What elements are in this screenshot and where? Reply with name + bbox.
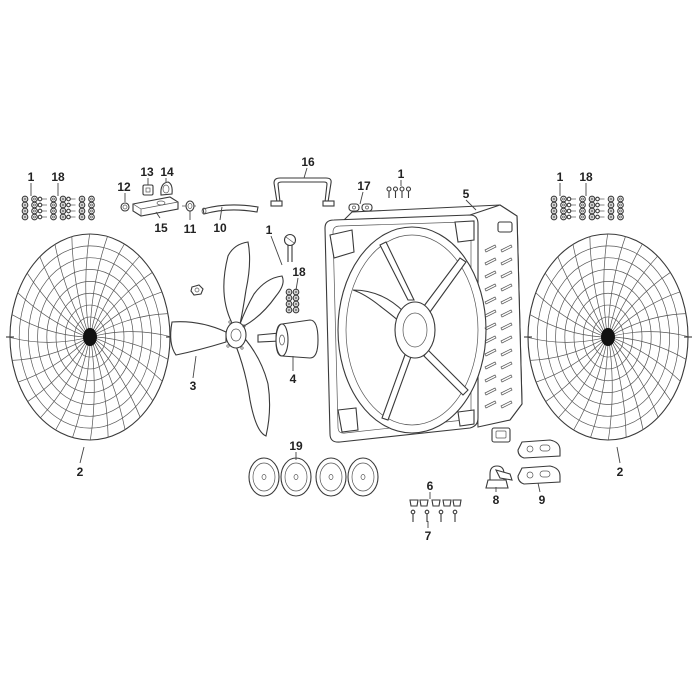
callout-13: 13 <box>140 165 154 179</box>
bolt-part-1-mid <box>283 233 297 262</box>
caps-part-6 <box>409 499 462 507</box>
callout-8: 8 <box>493 493 500 507</box>
clips-part-17 <box>348 203 373 212</box>
callout-4: 4 <box>290 372 297 386</box>
callout-labels: 1 18 12 13 14 15 11 10 16 1 17 5 1 18 1 … <box>28 155 624 543</box>
clip-part-12 <box>120 202 130 212</box>
switch-part-13 <box>142 184 154 196</box>
handle-bracket-part-16 <box>270 177 335 207</box>
fan-guard-left <box>6 233 174 441</box>
knob-part-14 <box>160 181 173 196</box>
hardware-set-left <box>21 195 95 221</box>
screws-top-part-1 <box>386 186 412 198</box>
callout-18-left: 18 <box>51 170 65 184</box>
callout-3: 3 <box>190 379 197 393</box>
switch-box-part-15 <box>132 196 179 217</box>
callout-18-mid: 18 <box>292 265 306 279</box>
nut-small <box>190 284 204 296</box>
callout-19: 19 <box>289 439 303 453</box>
callout-1-top: 1 <box>398 167 405 181</box>
callout-6: 6 <box>427 479 434 493</box>
fan-guard-right <box>524 233 692 441</box>
callout-1-left: 1 <box>28 170 35 184</box>
hardware-set-right <box>550 195 624 221</box>
callout-2-right: 2 <box>617 465 624 479</box>
callout-1-right: 1 <box>557 170 564 184</box>
callout-10: 10 <box>213 221 227 235</box>
callout-7: 7 <box>425 529 432 543</box>
pins-part-7 <box>410 509 458 522</box>
hardware-set-mid <box>285 288 300 314</box>
gaskets-part-19 <box>248 457 379 497</box>
callout-16: 16 <box>301 155 315 169</box>
leader-lines <box>30 167 621 528</box>
fan-shroud-part-5 <box>324 204 523 443</box>
latch-part-8 <box>485 465 513 489</box>
hinges-part-9 <box>517 439 561 485</box>
callout-12: 12 <box>117 180 131 194</box>
callout-17: 17 <box>357 179 371 193</box>
motor-part-4 <box>257 319 319 359</box>
callout-11: 11 <box>184 222 197 236</box>
callout-14: 14 <box>160 165 174 179</box>
callout-1-mid: 1 <box>266 223 273 237</box>
callout-9: 9 <box>539 493 546 507</box>
callout-5: 5 <box>463 187 470 201</box>
fan-blade-part-3 <box>170 241 284 437</box>
hose-part-10 <box>201 204 259 215</box>
callout-15: 15 <box>154 221 168 235</box>
callout-18-right: 18 <box>579 170 593 184</box>
grommet-part-11 <box>182 200 196 212</box>
callout-2-left: 2 <box>77 465 84 479</box>
